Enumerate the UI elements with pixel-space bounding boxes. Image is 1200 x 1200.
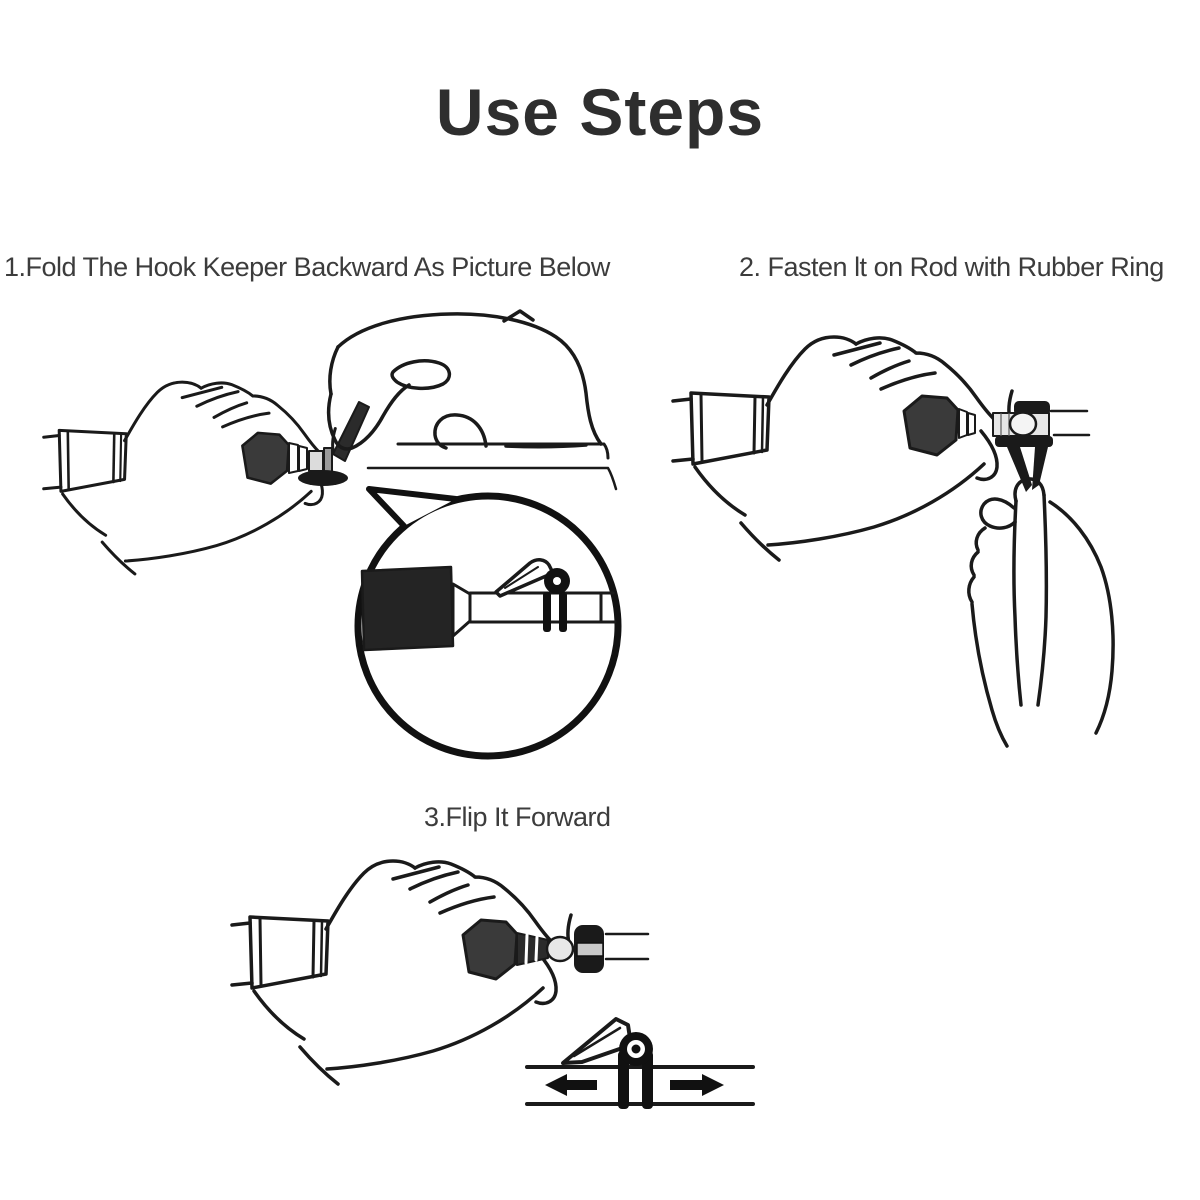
- step1-label: 1.Fold The Hook Keeper Backward As Pictu…: [4, 252, 610, 282]
- rod-lines-icon: [525, 1065, 755, 1106]
- page-title: Use Steps: [435, 75, 765, 149]
- pressing-hand-icon: [326, 309, 603, 451]
- rod-shaft-icon: [366, 442, 618, 491]
- arrow-left-icon: [545, 1074, 597, 1096]
- flip-direction-diagram-icon: [525, 1017, 755, 1109]
- rod-section-icon: [468, 591, 617, 624]
- step2-illustration: [671, 335, 1115, 748]
- magnifier-inset-icon: [354, 486, 622, 760]
- step2-label: 2. Fasten lt on Rod with Rubber Ring: [739, 252, 1164, 282]
- step3-illustration: [230, 859, 755, 1109]
- step1-illustration: [42, 309, 622, 760]
- arrow-right-icon: [670, 1074, 724, 1096]
- grip-cone-icon: [516, 932, 549, 966]
- rod-tip-icon: [604, 932, 650, 961]
- hook-keeper-icon: [545, 925, 604, 973]
- collar-icon: [958, 408, 976, 439]
- hook-keeper-icon: [992, 401, 1053, 447]
- grip-end-icon: [360, 565, 455, 652]
- pulling-hand-icon: [967, 477, 1115, 748]
- rod-tip-icon: [1049, 409, 1091, 437]
- hook-keeper-lever-icon: [332, 401, 370, 462]
- step3-label: 3.Flip It Forward: [424, 802, 611, 832]
